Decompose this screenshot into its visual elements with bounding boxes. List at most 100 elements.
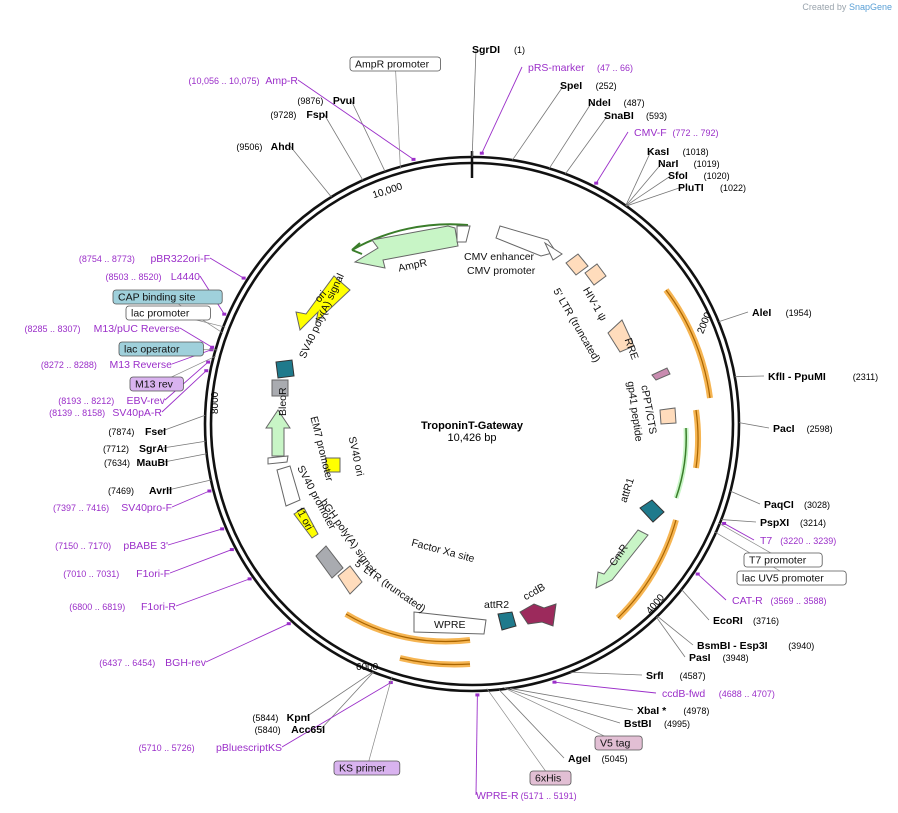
site-leader-line [625, 150, 652, 206]
ltr5-feature [584, 263, 607, 286]
ampr-strand-arrow [351, 223, 469, 255]
box-background [125, 305, 211, 321]
site-leader-line [512, 84, 565, 161]
primer-leader-line [179, 327, 213, 348]
em7-promoter-feature [267, 455, 289, 465]
site-position: (9506) [236, 142, 262, 152]
site-leader-line [565, 114, 609, 175]
site-leader-line [350, 99, 386, 172]
site-position: (252) [596, 81, 617, 91]
sv40-polya-feature [271, 379, 289, 397]
site-leader-line [161, 414, 206, 432]
primer-leader-line [595, 131, 629, 184]
primer-name: pBR322ori-F [150, 253, 210, 265]
ampr-feature [353, 225, 459, 269]
feature-shapes [265, 223, 713, 668]
site-name: NarI [658, 158, 679, 170]
site-kpni: KpnI(5844) [252, 712, 310, 724]
site-name: KflI - PpuMI [768, 371, 826, 383]
primer-name: pBluescriptKS [216, 742, 282, 754]
site-leader-line [656, 616, 686, 658]
site-leader-line [163, 453, 207, 463]
primer-name: SV40pro-F [121, 502, 172, 514]
primer-leader-line [161, 370, 207, 413]
primer-position: (8193 .. 8212) [58, 396, 114, 406]
site-fsei: FseI(7874) [108, 426, 166, 438]
site-bsmbi-esp3i: BsmBI - Esp3I(3940) [697, 640, 814, 652]
site-name: PspXI [760, 517, 789, 529]
site-name: KasI [647, 146, 669, 158]
box-text: lac operator [124, 344, 180, 356]
site-spei: SpeI(252) [560, 80, 617, 92]
site-position: (1954) [786, 308, 812, 318]
box-background [743, 552, 823, 568]
site-position: (1020) [704, 171, 730, 181]
sv40-ori-feature [325, 457, 341, 473]
rre-feature [607, 319, 635, 353]
site-xbai: XbaI *(4978) [637, 705, 709, 717]
attr2-label: attR2 [484, 599, 509, 611]
site-leader-line [506, 688, 621, 724]
site-srfi: SrfI(4587) [646, 670, 706, 682]
wpre-feature [413, 611, 487, 635]
site-position: (4587) [680, 671, 706, 681]
ampr-promoter-feature [456, 225, 471, 243]
site-name: PaqCI [764, 499, 794, 511]
primer-name: ccdB-fwd [662, 688, 705, 700]
primer-leader-line [481, 66, 523, 154]
site-position: (5840) [255, 725, 281, 735]
site-paci: PacI(2598) [773, 423, 833, 435]
primer-name: L4440 [171, 271, 200, 283]
site-position: (1022) [720, 183, 746, 193]
site-position: (1019) [694, 159, 720, 169]
site-sgrai: SgrAI(7712) [103, 443, 167, 455]
primer-position: (8139 .. 8158) [49, 408, 105, 418]
site-sgrdi: SgrDI(1) [472, 44, 525, 56]
site-name: PvuI [333, 95, 355, 107]
primer-name: Amp-R [265, 75, 298, 87]
box-ampr-promoter: AmpR promoter [349, 56, 441, 72]
site-position: (7712) [103, 444, 129, 454]
site-leader-line [323, 113, 364, 181]
primer-leader-line [554, 681, 657, 694]
site-pasi: PasI(3948) [689, 652, 749, 664]
box-text: CAP binding site [118, 292, 196, 304]
primer-leader-line [171, 490, 210, 508]
primer-leader-line [169, 549, 233, 574]
site-leader-line [509, 687, 634, 711]
cmr-feature [595, 529, 649, 589]
site-leader-line [625, 174, 673, 207]
site-ahdi: AhdI(9506) [236, 141, 294, 153]
primer-name: SV40pA-R [112, 407, 162, 419]
site-name: PacI [773, 423, 795, 435]
site-leader-line [320, 671, 374, 730]
site-avrii: AvrII(7469) [108, 485, 172, 497]
primer-leader-line [167, 528, 223, 546]
box-background [349, 56, 441, 72]
primer-position: (3220 .. 3239) [780, 536, 836, 546]
site-name: NdeI [588, 97, 611, 109]
primer-name: F1ori-R [141, 601, 176, 613]
site-name: AleI [752, 307, 771, 319]
box-background [594, 735, 643, 751]
primer-m13-puc-reverse: (8285 .. 8307)M13/pUC Reverse [24, 323, 180, 335]
factor-xa-label: Factor Xa site [410, 537, 476, 565]
box-leader-line [502, 686, 619, 744]
box-cap-binding-site: CAP binding site [112, 289, 223, 305]
snapgene-credit: Created by SnapGene [802, 2, 892, 12]
orange-band-4-line [345, 613, 471, 643]
primer-pbabe-3: (7150 .. 7170)pBABE 3' [55, 540, 168, 552]
primer-leader-line [205, 623, 289, 663]
box-text: V5 tag [600, 738, 631, 750]
primer-sv40pa-r: (8139 .. 8158) SV40pA-R [49, 407, 162, 419]
site-leader-line [305, 671, 374, 718]
site-ndei: NdeI (487) [588, 97, 645, 109]
site-position: (7469) [108, 486, 134, 496]
site-position: (487) [624, 98, 645, 108]
primer-leader-line [281, 682, 392, 748]
orange-band-2-line [695, 409, 699, 469]
primer-position: (6800 .. 6819) [69, 602, 125, 612]
box-leader-line [394, 63, 401, 169]
site-position: (1018) [683, 147, 709, 157]
box-t7-promoter: T7 promoter [743, 552, 823, 568]
